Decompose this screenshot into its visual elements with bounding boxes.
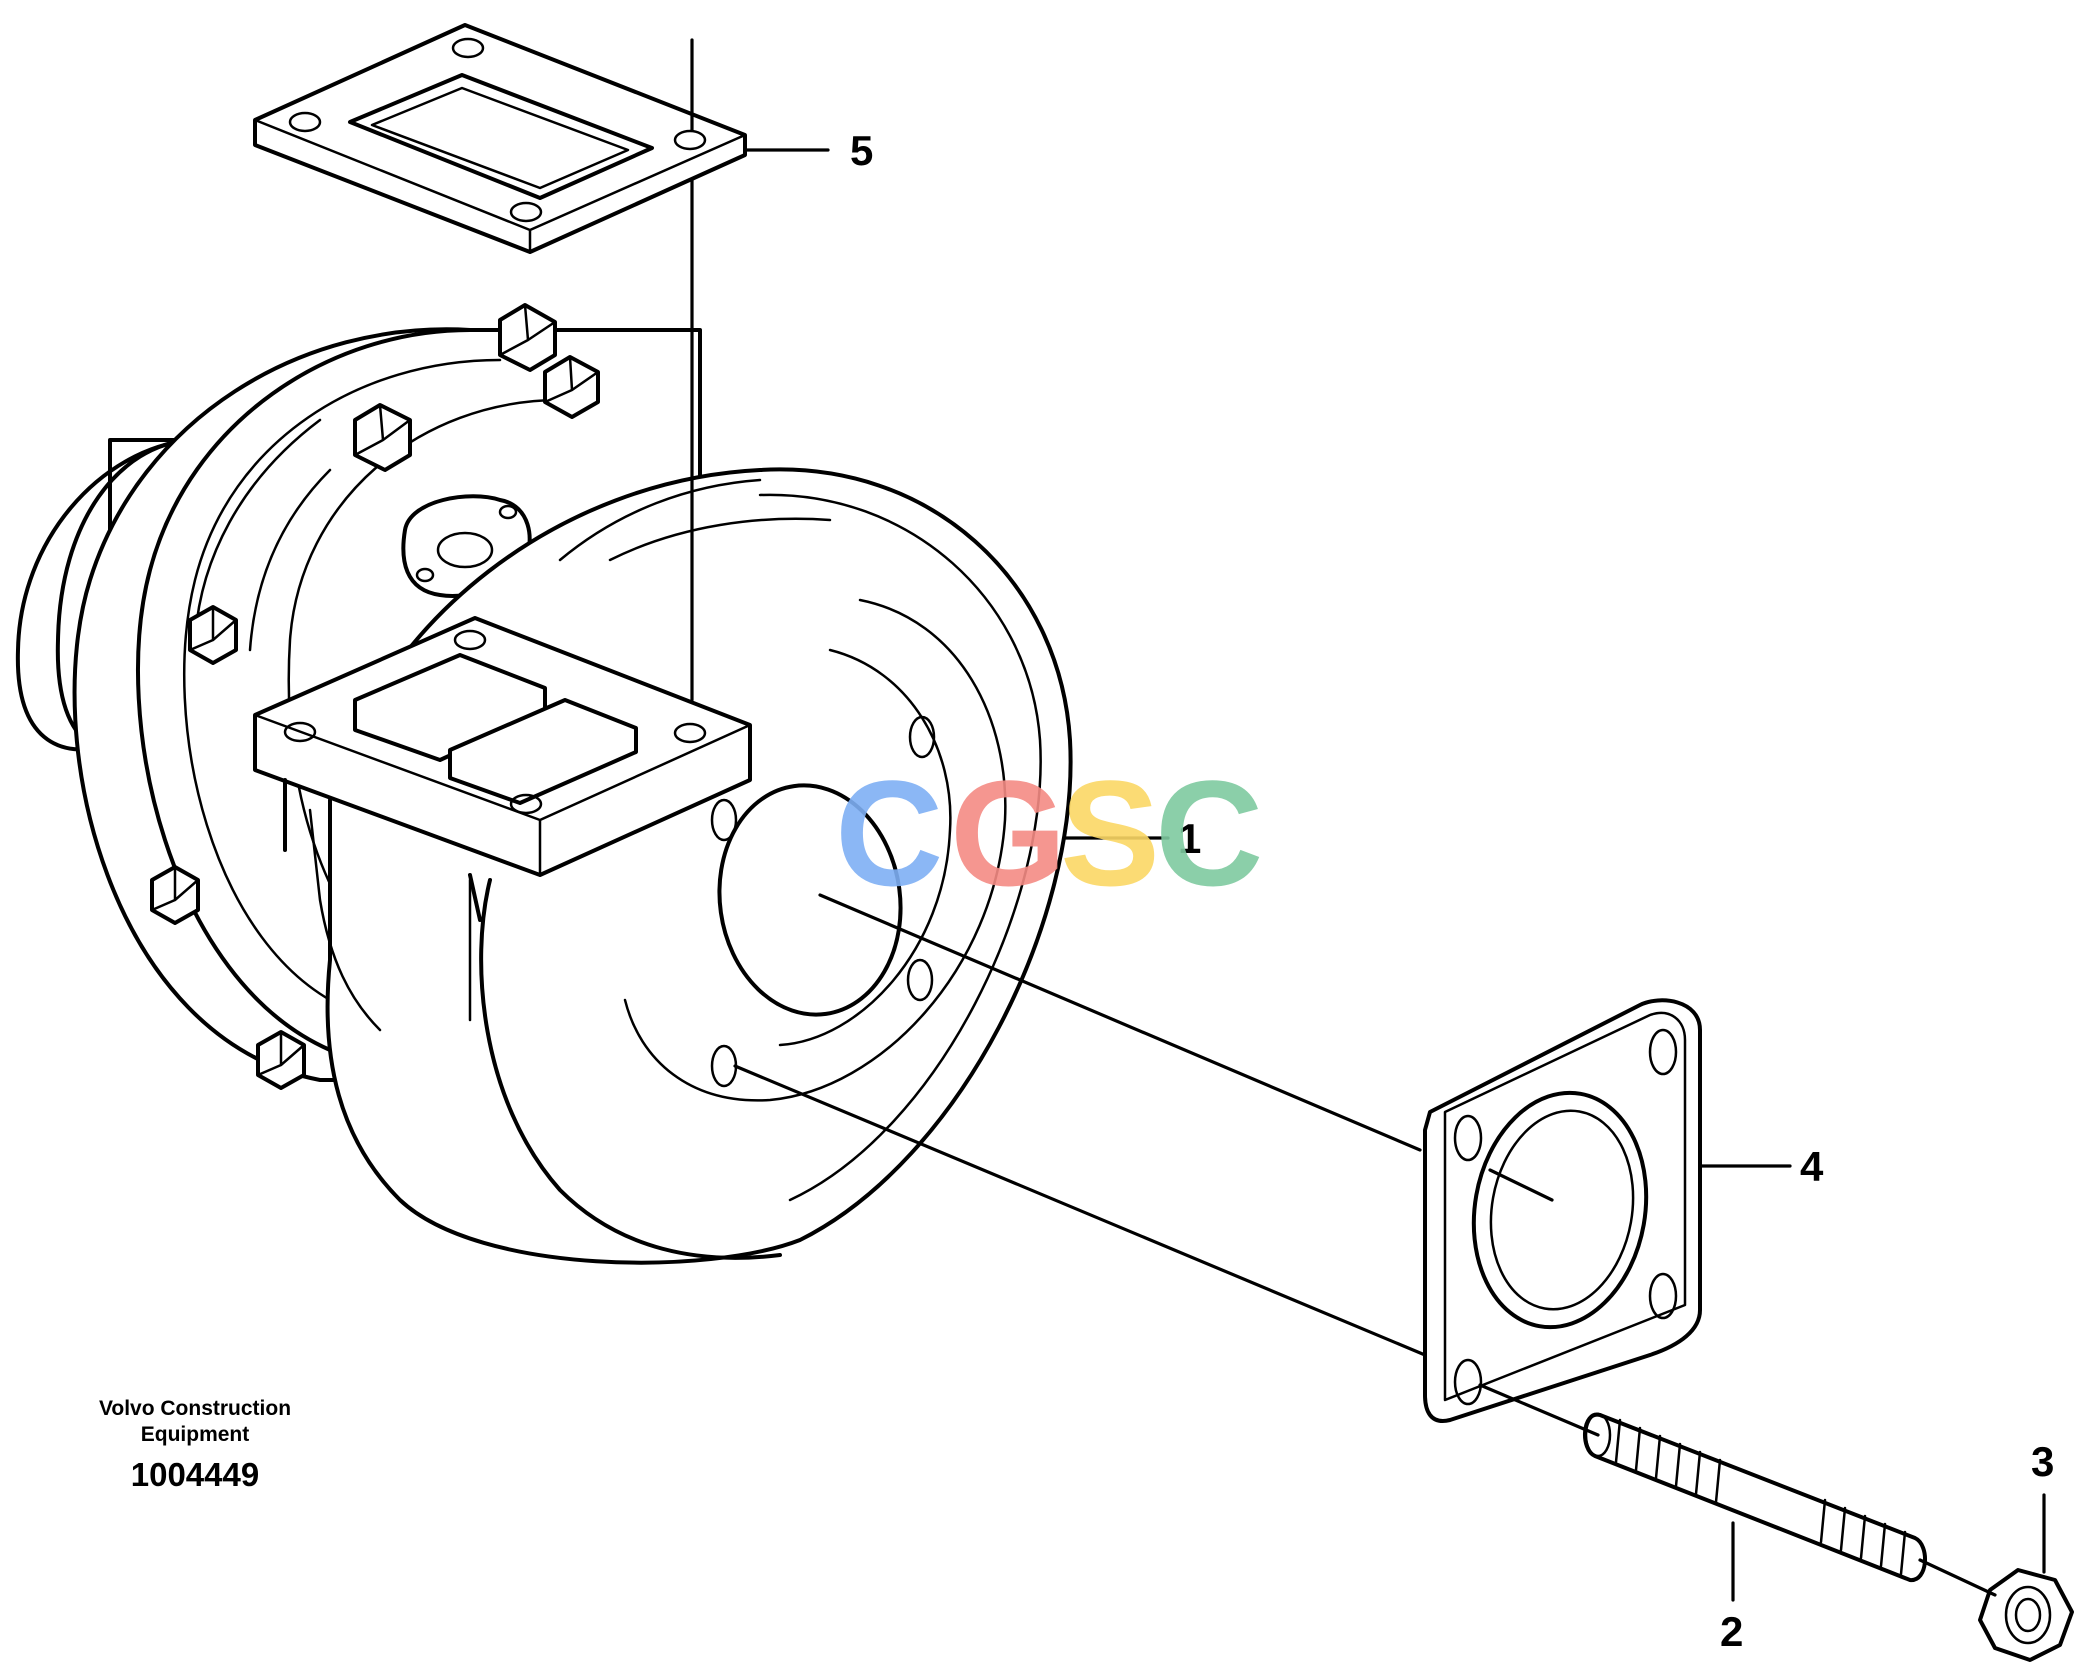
bolt-icon [188, 605, 238, 665]
thread-lines [1614, 1418, 1907, 1576]
callout-4: 4 [1800, 1143, 1824, 1190]
callout-1: 1 [1178, 815, 1201, 862]
watermark-letter: G [950, 749, 1067, 917]
turbocharger-assembly [15, 303, 1073, 1265]
outlet-flange-gasket [1423, 998, 1702, 1423]
callout-labels: 5 1 4 2 3 [850, 127, 2054, 1655]
company-name-line2: Equipment [141, 1423, 250, 1446]
callout-leaders [743, 148, 2046, 1602]
watermark-letter: C [835, 749, 943, 917]
bolt-icon [150, 865, 200, 925]
stud-bolt [1582, 1412, 1928, 1582]
watermark-letter: S [1060, 749, 1160, 917]
turbine-inlet-flange [253, 616, 752, 922]
assembly-lines [690, 38, 1997, 1597]
watermark-logo: C G S C [835, 749, 1263, 917]
bolt-icon [353, 403, 412, 472]
housing-bolts [150, 303, 600, 1090]
bolt-icon [498, 303, 557, 372]
callout-5: 5 [850, 127, 873, 174]
company-name-line1: Volvo Construction [99, 1397, 291, 1420]
footer-block: Volvo Construction Equipment 1004449 [99, 1397, 291, 1493]
callout-2: 2 [1720, 1608, 1743, 1655]
bolt-icon [256, 1030, 306, 1090]
exhaust-inlet-gasket [253, 23, 747, 254]
drawing-number: 1004449 [131, 1456, 259, 1493]
hex-nut [1978, 1568, 2074, 1662]
watermark-letter: C [1155, 749, 1263, 917]
callout-3: 3 [2031, 1438, 2054, 1485]
bolt-icon [543, 355, 600, 419]
